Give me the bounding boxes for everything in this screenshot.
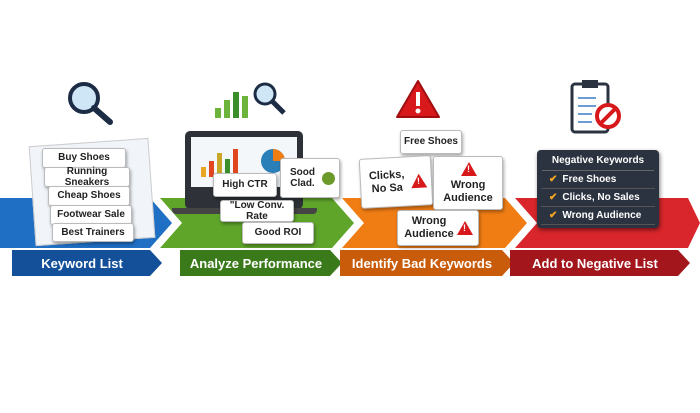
bar-chart-magnifier-icon xyxy=(215,82,286,118)
negative-item: ✔ Clicks, No Sales xyxy=(541,189,655,207)
bad-keyword-text: Wrong Audience xyxy=(404,215,454,240)
keyword-card: Running Sneakers xyxy=(44,166,130,188)
ribbon-identify xyxy=(340,250,514,276)
clipboard-block-icon xyxy=(570,80,621,134)
negative-item-label: Clicks, No Sales xyxy=(562,192,640,203)
bad-keyword-card: Wrong Audience xyxy=(433,156,503,210)
negative-item-label: Wrong Audience xyxy=(562,210,642,221)
metric-card: Good ROI xyxy=(242,222,314,244)
panel-title: Negative Keywords xyxy=(542,150,654,171)
check-icon: ✔ xyxy=(549,192,558,203)
metric-text: Sood Clad. xyxy=(290,166,315,190)
bad-keyword-text: Clicks, No Sa xyxy=(368,168,405,196)
step-label: Keyword List xyxy=(41,255,123,271)
step-label: Add to Negative List xyxy=(532,255,658,271)
magnifier-icon xyxy=(68,82,113,125)
bad-keyword-text: Wrong Audience xyxy=(443,178,493,204)
screen-charts xyxy=(201,149,285,177)
check-icon: ✔ xyxy=(549,210,558,221)
negative-item: ✔ Wrong Audience xyxy=(541,207,655,225)
bad-keyword-card: Clicks, No Sa xyxy=(358,155,434,209)
ribbon-analyze xyxy=(180,250,342,276)
check-icon: ✔ xyxy=(549,174,558,185)
metric-card: High CTR xyxy=(213,173,277,197)
warning-icon xyxy=(457,221,473,235)
bad-keyword-card: Wrong Audience xyxy=(397,210,479,246)
negative-keywords-panel: Negative Keywords ✔ Free Shoes ✔ Clicks, N… xyxy=(537,150,659,228)
ribbon-keyword-list xyxy=(12,250,162,276)
negative-item-label: Free Shoes xyxy=(562,174,617,185)
keyword-card: Footwear Sale xyxy=(50,205,132,225)
warning-icon xyxy=(396,80,440,118)
metric-card: "Low Conv. Rate xyxy=(220,200,294,222)
metric-card: Sood Clad. xyxy=(280,158,340,198)
keyword-card: Cheap Shoes xyxy=(48,186,130,206)
bad-keyword-card: Free Shoes xyxy=(400,130,462,154)
check-badge-icon xyxy=(321,171,335,185)
warning-icon xyxy=(410,173,428,189)
keyword-card: Best Trainers xyxy=(52,223,134,242)
step-label: Analyze Performance xyxy=(189,255,323,271)
ribbon-negative xyxy=(510,250,690,276)
step-label: Identify Bad Keywords xyxy=(351,255,493,271)
negative-item: ✔ Free Shoes xyxy=(541,171,655,189)
warning-icon xyxy=(461,161,477,176)
